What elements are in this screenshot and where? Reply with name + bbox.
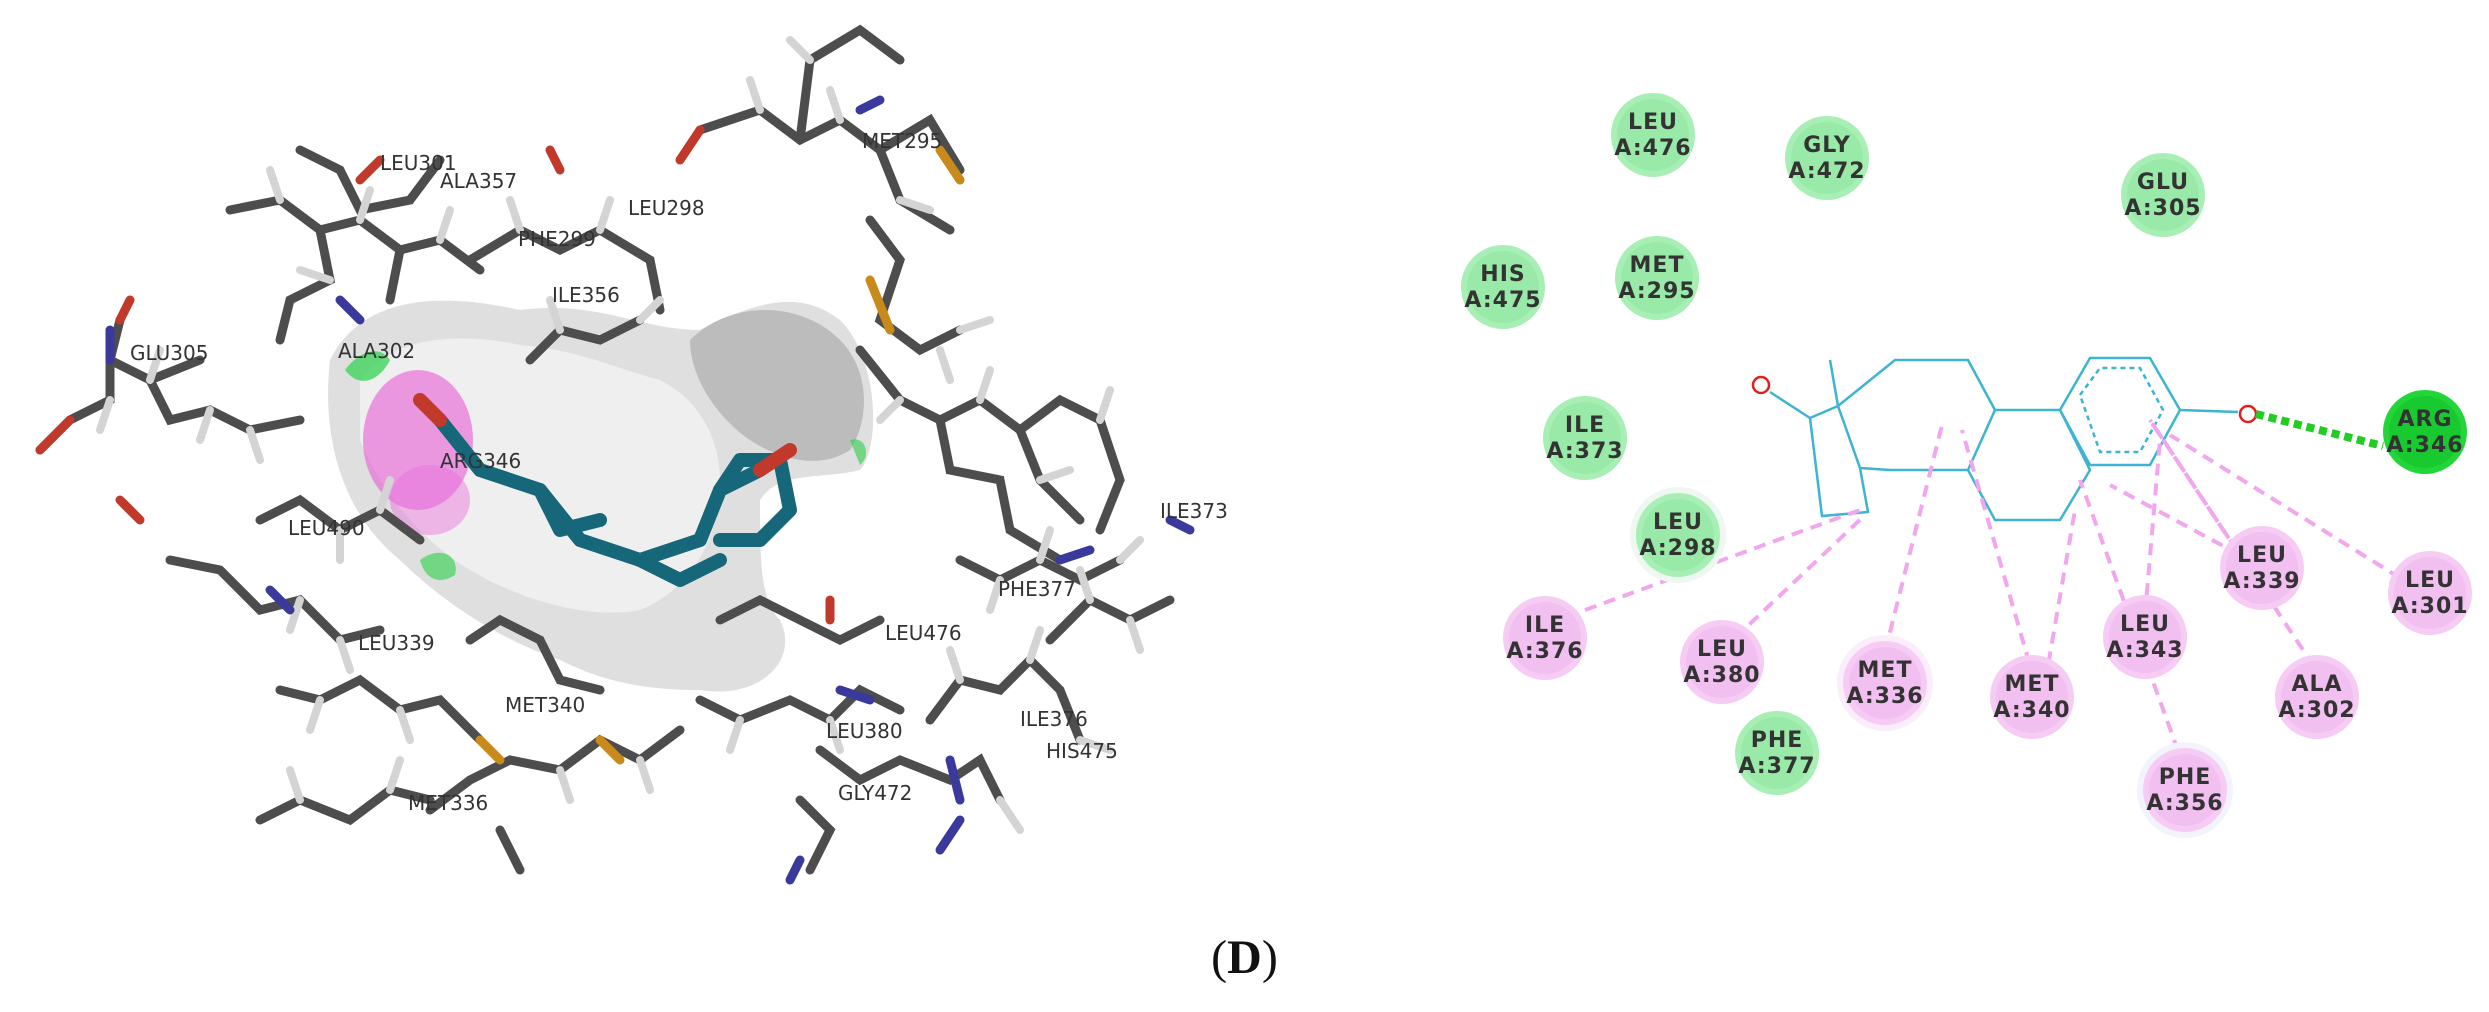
interaction-2d-diagram: LEU A:476 GLY A:472 GLU A:305 HIS A:475 … bbox=[1461, 93, 2472, 838]
label-met336: MET336 bbox=[408, 791, 488, 815]
hbond-line bbox=[2255, 410, 2384, 450]
residue-leu343: LEU A:343 bbox=[2103, 595, 2187, 679]
svg-text:A:301: A:301 bbox=[2391, 594, 2468, 619]
label-ala302: ALA302 bbox=[338, 339, 415, 363]
label-leu298: LEU298 bbox=[628, 196, 705, 220]
label-ile356: ILE356 bbox=[552, 283, 620, 307]
residue-phe377: PHE A:377 bbox=[1735, 711, 1819, 795]
svg-text:LEU: LEU bbox=[1653, 510, 1703, 535]
label-ile373: ILE373 bbox=[1160, 499, 1228, 523]
svg-text:PHE: PHE bbox=[2159, 765, 2212, 790]
svg-text:A:336: A:336 bbox=[1846, 684, 1923, 709]
residue-gly472: GLY A:472 bbox=[1785, 116, 1869, 200]
heteroatom-sticks bbox=[35, 95, 1195, 885]
svg-text:GLU: GLU bbox=[2137, 170, 2189, 195]
svg-text:A:373: A:373 bbox=[1546, 439, 1623, 464]
svg-text:A:346: A:346 bbox=[2386, 433, 2463, 458]
svg-text:ARG: ARG bbox=[2397, 407, 2452, 432]
residue-glu305: GLU A:305 bbox=[2121, 153, 2205, 237]
label-phe377: PHE377 bbox=[998, 577, 1076, 601]
svg-text:A:377: A:377 bbox=[1738, 754, 1815, 779]
svg-text:A:302: A:302 bbox=[2278, 698, 2355, 723]
svg-text:A:343: A:343 bbox=[2106, 638, 2183, 663]
label-his475: HIS475 bbox=[1046, 739, 1118, 763]
residue-his475: HIS A:475 bbox=[1461, 245, 1545, 329]
residue-met295: MET A:295 bbox=[1615, 236, 1699, 320]
ligand-2d-skeleton bbox=[1769, 356, 2239, 522]
svg-text:A:356: A:356 bbox=[2146, 791, 2223, 816]
hydroxyl-oxygen bbox=[2238, 404, 2258, 424]
svg-text:A:380: A:380 bbox=[1683, 663, 1760, 688]
docking-3d-view: LEU301 ALA357 MET295 PHE299 LEU298 ILE35… bbox=[35, 24, 1228, 885]
svg-text:ILE: ILE bbox=[1565, 413, 1605, 438]
label-leu490: LEU490 bbox=[288, 516, 365, 540]
label-gly472: GLY472 bbox=[838, 781, 912, 805]
label-met295: MET295 bbox=[862, 129, 942, 153]
svg-text:MET: MET bbox=[2005, 672, 2060, 697]
residue-met336: MET A:336 bbox=[1837, 635, 1933, 731]
residue-leu298: LEU A:298 bbox=[1630, 487, 1726, 583]
residue-discs: LEU A:476 GLY A:472 GLU A:305 HIS A:475 … bbox=[1461, 93, 2472, 838]
svg-text:A:298: A:298 bbox=[1639, 536, 1716, 561]
label-leu339: LEU339 bbox=[358, 631, 435, 655]
binding-pocket-surface bbox=[328, 300, 874, 692]
residue-labels-3d: LEU301 ALA357 MET295 PHE299 LEU298 ILE35… bbox=[130, 129, 1228, 815]
label-leu301: LEU301 bbox=[380, 151, 457, 175]
residue-ile373: ILE A:373 bbox=[1543, 396, 1627, 480]
svg-text:A:340: A:340 bbox=[1993, 698, 2070, 723]
svg-text:LEU: LEU bbox=[1628, 110, 1678, 135]
svg-text:A:475: A:475 bbox=[1464, 288, 1541, 313]
caption-open-paren: ( bbox=[1211, 931, 1228, 984]
oxygen-atoms bbox=[1751, 375, 2258, 424]
svg-text:HIS: HIS bbox=[1480, 262, 1525, 287]
ketone-oxygen bbox=[1751, 375, 1771, 395]
label-ala357: ALA357 bbox=[440, 169, 517, 193]
svg-text:LEU: LEU bbox=[2237, 543, 2287, 568]
residue-phe356: PHE A:356 bbox=[2137, 742, 2233, 838]
label-met340: MET340 bbox=[505, 693, 585, 717]
svg-text:GLY: GLY bbox=[1803, 133, 1851, 158]
residue-arg346: ARG A:346 bbox=[2383, 390, 2467, 474]
residue-leu380: LEU A:380 bbox=[1680, 620, 1764, 704]
svg-text:LEU: LEU bbox=[2120, 612, 2170, 637]
caption-close-paren: ) bbox=[1261, 931, 1278, 984]
svg-text:ILE: ILE bbox=[1525, 613, 1565, 638]
svg-text:LEU: LEU bbox=[1697, 637, 1747, 662]
residue-ala302: ALA A:302 bbox=[2275, 655, 2359, 739]
label-ile376: ILE376 bbox=[1020, 707, 1088, 731]
svg-text:LEU: LEU bbox=[2405, 568, 2455, 593]
residue-leu339: LEU A:339 bbox=[2220, 526, 2304, 610]
hydrogen-stubs bbox=[96, 36, 1144, 834]
svg-text:MET: MET bbox=[1630, 253, 1685, 278]
label-arg346: ARG346 bbox=[440, 449, 521, 473]
svg-text:ALA: ALA bbox=[2291, 672, 2342, 697]
label-phe299: PHE299 bbox=[518, 227, 596, 251]
panel-letter: D bbox=[1227, 931, 1262, 984]
svg-text:A:339: A:339 bbox=[2223, 569, 2300, 594]
svg-text:A:476: A:476 bbox=[1614, 136, 1691, 161]
alkyl-interaction-lines bbox=[1584, 418, 2402, 771]
residue-ile376: ILE A:376 bbox=[1503, 596, 1587, 680]
ligand-3d bbox=[413, 393, 797, 587]
svg-text:A:295: A:295 bbox=[1618, 279, 1695, 304]
label-glu305: GLU305 bbox=[130, 341, 208, 365]
svg-text:A:305: A:305 bbox=[2124, 196, 2201, 221]
residue-met340: MET A:340 bbox=[1990, 655, 2074, 739]
residue-leu476: LEU A:476 bbox=[1611, 93, 1695, 177]
svg-text:PHE: PHE bbox=[1751, 728, 1804, 753]
residue-leu301: LEU A:301 bbox=[2388, 551, 2472, 635]
svg-text:MET: MET bbox=[1858, 658, 1913, 683]
panel-caption: (D) bbox=[0, 930, 2489, 985]
label-leu380: LEU380 bbox=[826, 719, 903, 743]
label-leu476: LEU476 bbox=[885, 621, 962, 645]
svg-text:A:472: A:472 bbox=[1788, 159, 1865, 184]
svg-text:A:376: A:376 bbox=[1506, 639, 1583, 664]
